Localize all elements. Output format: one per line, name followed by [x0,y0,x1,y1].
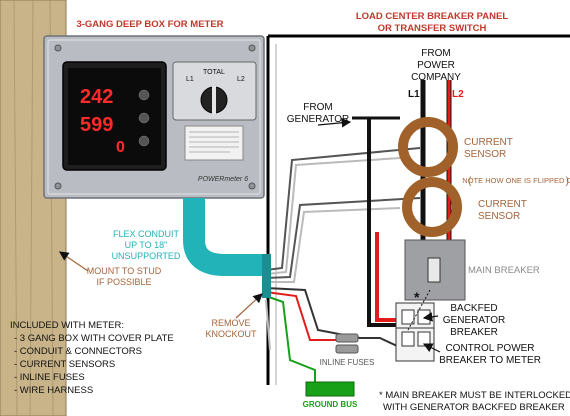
conduit-label-3: UNSUPPORTED [112,251,181,261]
power-meter: 242 599 0 POWERmeter 6 [62,61,248,183]
l1-switch-label: L1 [186,76,194,83]
from-power-company-3: COMPANY [411,72,461,83]
from-generator-2: GENERATOR [287,114,349,125]
arrow-stud [59,251,89,272]
footnote-1: * MAIN BREAKER MUST BE INTERLOCKED [379,390,570,401]
note-flipped: NOTE HOW ONE IS FLIPPED OVER [462,176,570,185]
meter-readout-2: 599 [80,114,113,136]
current-sensor-label-1b: SENSOR [464,149,506,160]
selector-switch: TOTAL L1 L2 [172,61,257,161]
interlock-asterisk: * [414,289,420,305]
arrow-control [422,343,441,353]
from-generator-1: FROM [303,102,332,113]
conduit-label-1: FLEX CONDUIT [113,229,180,239]
l1-label: L1 [408,89,420,100]
stud-label-1: MOUNT TO STUD [87,266,162,276]
l2-label: L2 [452,89,464,100]
l2-switch-label: L2 [237,76,245,83]
meter-readout-1: 242 [80,86,113,108]
arrow-from-generator [317,118,352,128]
paren-close: ) [566,176,569,187]
included-title: INCLUDED WITH METER: [10,320,124,331]
conduit-connector [262,254,271,298]
screw-icon [54,182,62,190]
from-power-company-1: FROM [421,48,450,59]
remove-knockout-2: KNOCKOUT [205,329,257,339]
backfed-label-3: BREAKER [450,327,498,338]
conduit-label-2: UP TO 18" [125,240,168,250]
arrow-backfed [422,312,439,322]
ground-bus [305,381,355,397]
from-power-company-2: POWER [417,60,455,71]
included-item: - WIRE HARNESS [14,385,93,396]
total-label: TOTAL [203,69,225,76]
meter-brand: POWERmeter 6 [198,176,248,183]
current-sensor-2 [402,177,462,237]
footnote-2: WITH GENERATOR BACKFED BREAKER [383,402,565,413]
panel-subtitle: OR TRANSFER SWITCH [378,23,487,34]
included-item: - 3 GANG BOX WITH COVER PLATE [14,333,174,344]
included-item: - CURRENT SENSORS [14,359,115,370]
main-breaker-label: MAIN BREAKER [468,265,540,276]
control-label-1: CONTROL POWER [445,343,534,354]
flex-conduit [183,198,266,276]
screw-icon [248,44,256,52]
ground-bus-label: GROUND BUS [303,400,358,409]
current-sensor-label-2b: SENSOR [478,211,520,222]
screw-icon [248,182,256,190]
callout-arrows [59,118,441,353]
included-item: - CONDUIT & CONNECTORS [14,346,142,357]
inline-fuses-label: INLINE FUSES [320,358,375,367]
meter-button [138,112,150,124]
included-item: - INLINE FUSES [14,372,85,383]
meter-info-label [184,125,244,161]
current-sensor-label-1a: CURRENT [464,137,513,148]
meter-button [138,89,150,101]
current-sensor-1 [398,117,458,177]
paren-open: ( [468,176,472,187]
panel-title: LOAD CENTER BREAKER PANEL [356,11,509,22]
control-label-2: BREAKER TO METER [439,355,541,366]
backfed-label-2: GENERATOR [443,315,505,326]
current-sensor-label-2a: CURRENT [478,199,527,210]
meter-button [138,135,150,147]
backfed-label-1: BACKFED [450,303,497,314]
arrow-knockout [235,293,263,319]
meter-readout-3: 0 [116,139,125,156]
remove-knockout-1: REMOVE [211,318,250,328]
stud-label-2: IF POSSIBLE [96,277,151,287]
meter-box-title: 3-GANG DEEP BOX FOR METER [76,19,223,30]
inline-fuses [335,333,359,354]
screw-icon [54,44,62,52]
